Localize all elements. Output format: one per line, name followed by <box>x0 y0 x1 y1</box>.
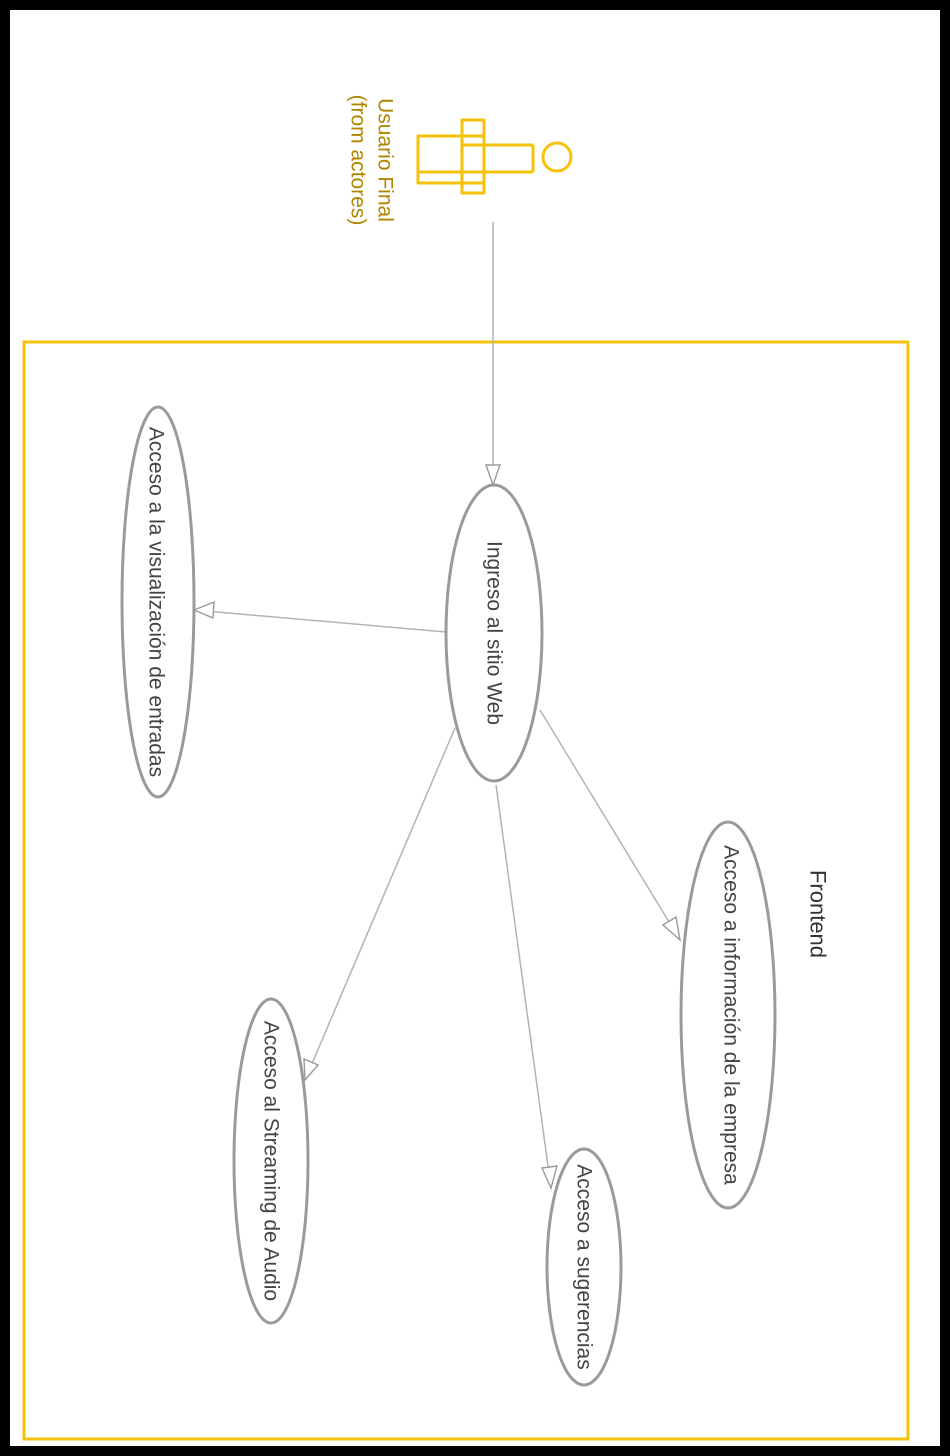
boundary-label: Frontend <box>806 870 831 958</box>
actor-name: Usuario Final <box>374 98 397 222</box>
use-case-ingreso-label: Ingreso al sitio Web <box>483 541 506 725</box>
arrowhead-informacion <box>661 915 682 942</box>
use-case-streaming: Acceso al Streaming de Audio <box>232 997 310 1325</box>
actor-usuario-final: Usuario Final (from actores) <box>347 95 573 226</box>
use-case-sugerencias-label: Acceso a sugerencias <box>573 1164 596 1369</box>
use-case-streaming-label: Acceso al Streaming de Audio <box>260 1021 283 1301</box>
use-case-informacion-label: Acceso a información de la empresa <box>720 845 743 1185</box>
actor-icon <box>416 118 573 195</box>
arrowhead-visualizacion <box>192 600 215 620</box>
use-case-visualizacion-label: Acceso a la visualización de entradas <box>145 427 168 777</box>
associations <box>192 222 682 1191</box>
use-case-visualizacion: Acceso a la visualización de entradas <box>120 405 196 799</box>
association-ingreso-sugerencias <box>495 784 552 1189</box>
association-ingreso-streaming <box>304 727 456 1081</box>
actor-source: (from actores) <box>347 95 370 226</box>
use-case-sugerencias: Acceso a sugerencias <box>545 1147 623 1387</box>
use-case-ingreso: Ingreso al sitio Web <box>444 483 544 783</box>
arrowhead-ingreso <box>485 464 501 488</box>
arrowhead-sugerencias <box>540 1165 558 1191</box>
system-boundary <box>22 340 910 1441</box>
arrowhead-streaming <box>303 1057 320 1082</box>
association-ingreso-informacion <box>539 709 681 941</box>
association-ingreso-visualizacion <box>193 609 447 633</box>
use-case-informacion: Acceso a información de la empresa <box>679 820 777 1210</box>
